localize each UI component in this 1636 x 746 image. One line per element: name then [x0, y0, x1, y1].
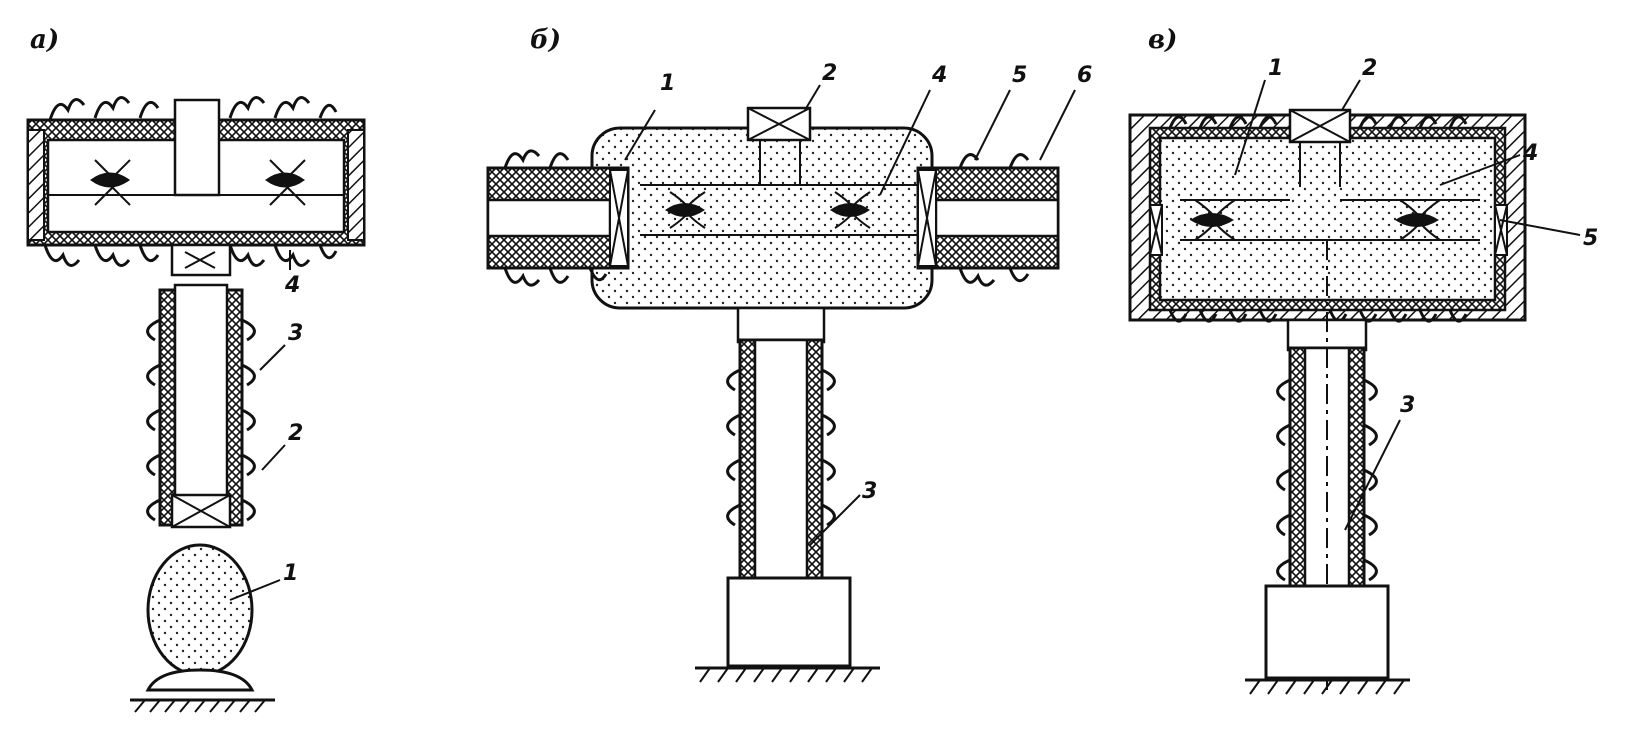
panel-b-callout-1: 1 — [660, 71, 675, 96]
panel-a-drive-tank — [146, 543, 254, 677]
panel-b-callout-6: 6 — [1077, 63, 1092, 88]
panel-a-callout-3: 3 — [288, 321, 303, 346]
panel-a-callout-1: 1 — [283, 561, 298, 586]
panel-c-callout-5: 5 — [1583, 226, 1598, 251]
panel-c-letter: в) — [1148, 25, 1177, 55]
panel-b-base — [726, 576, 852, 668]
panel-b-letter: б) — [530, 25, 561, 55]
panel-b-callout-3: 3 — [862, 479, 877, 504]
panel-c-callout-1: 1 — [1268, 56, 1283, 81]
panel-b-right-bushing — [916, 153, 1060, 287]
panel-a-arc-chamber — [26, 96, 366, 267]
panel-b-callout-4: 4 — [931, 63, 947, 88]
panel-b-support-column — [726, 338, 836, 580]
panel-c-base — [1264, 584, 1390, 680]
panel-c-callout-2: 2 — [1362, 56, 1377, 81]
panel-b-callout-2: 2 — [822, 61, 837, 86]
panel-c: в) 1 2 4 — [1128, 25, 1598, 695]
panel-b: б) — [486, 25, 1092, 683]
panel-b-left-bushing — [486, 149, 630, 287]
panel-a-callout-4: 4 — [284, 273, 300, 298]
panel-a: а) — [26, 25, 366, 713]
panel-b-tank — [590, 126, 934, 310]
panel-a-letter: а) — [30, 25, 59, 55]
panel-c-callout-4: 4 — [1522, 141, 1538, 166]
panel-c-callout-3: 3 — [1400, 393, 1415, 418]
panel-b-callout-5: 5 — [1012, 63, 1027, 88]
panel-a-support-column — [146, 283, 256, 529]
panel-a-callout-2: 2 — [288, 421, 303, 446]
